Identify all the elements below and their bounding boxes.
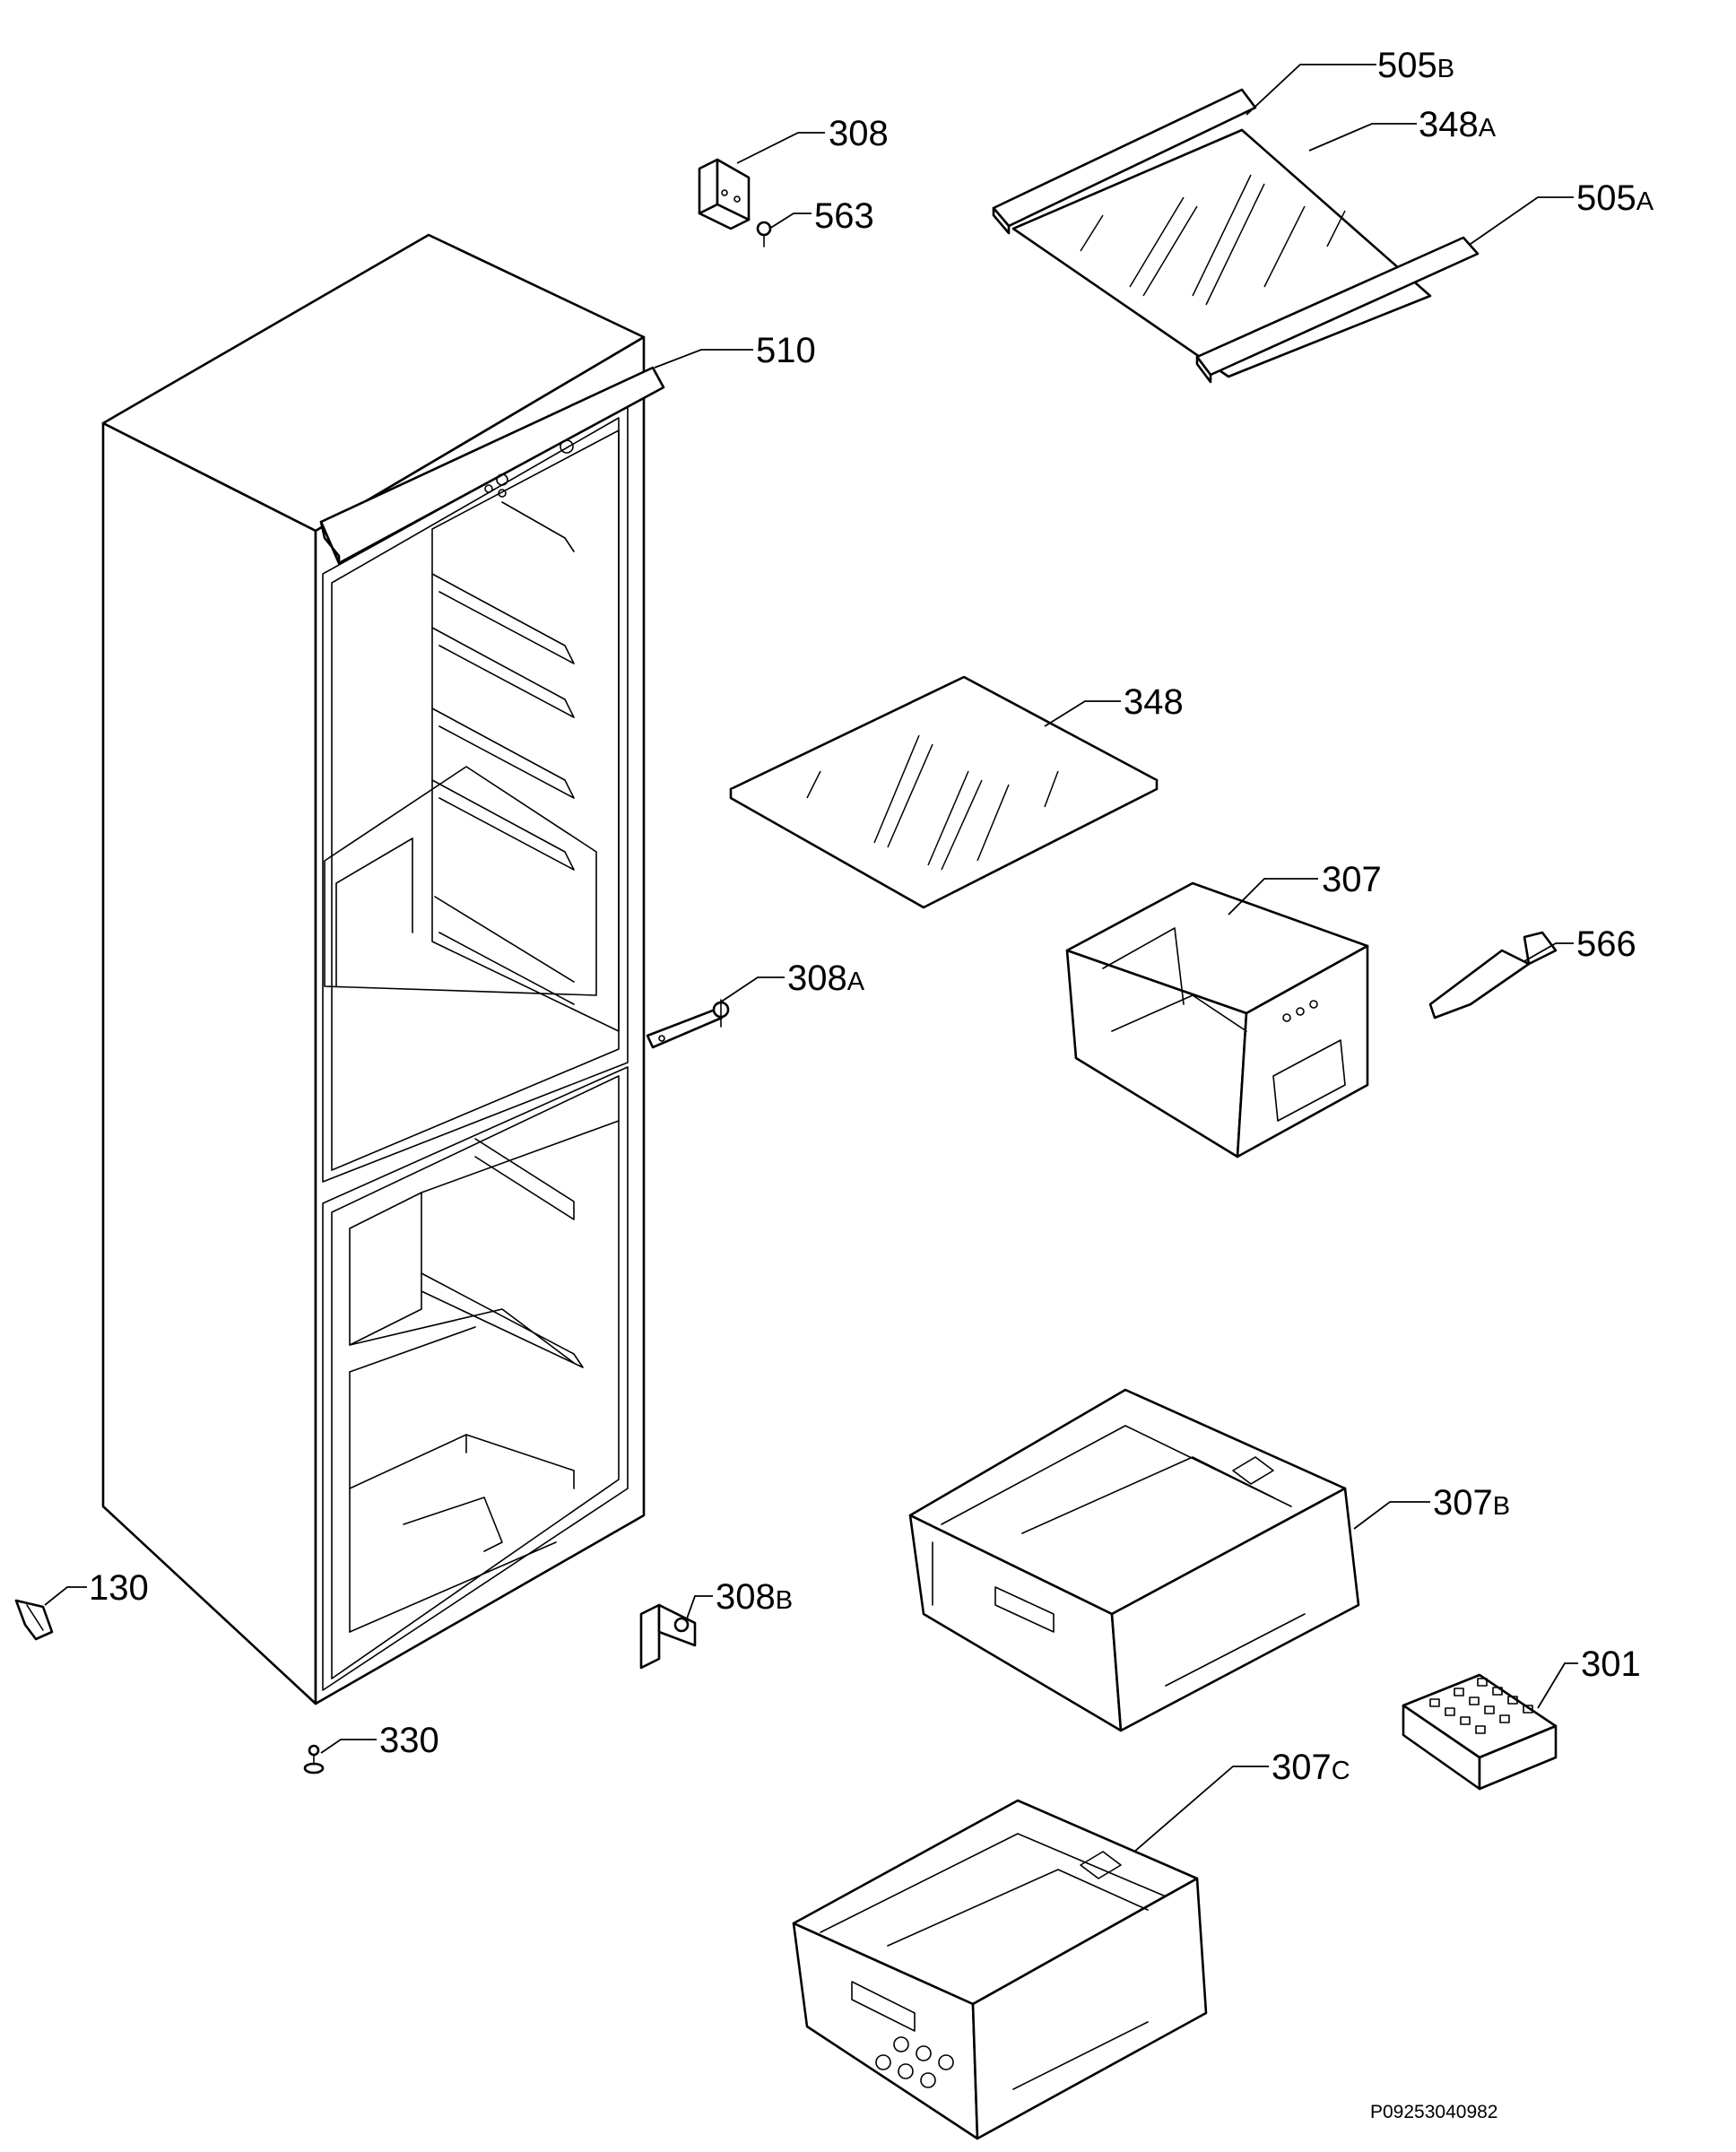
label-130: 130 [89, 1568, 149, 1608]
label-566: 566 [1576, 924, 1636, 964]
hinge-part-308a [646, 999, 730, 1049]
label-307: 307 [1322, 860, 1382, 899]
freezer-drawer-part-307b [908, 1388, 1360, 1732]
ice-scraper-part-566 [1428, 931, 1558, 1020]
label-563: 563 [814, 196, 874, 236]
label-330: 330 [379, 1721, 439, 1760]
hinge-part-308b [639, 1603, 697, 1670]
label-308b: 308B [716, 1577, 793, 1617]
control-panel-part-510 [319, 366, 665, 565]
part-number-labels: 505B 308 348A 563 505A 510 348 307 566 3… [89, 46, 1654, 1787]
label-348: 348 [1124, 682, 1184, 722]
label-308a: 308A [787, 959, 865, 998]
label-510: 510 [756, 331, 816, 370]
label-307b: 307B [1433, 1483, 1510, 1523]
label-348a: 348A [1419, 105, 1497, 144]
label-308: 308 [829, 114, 889, 153]
label-301: 301 [1581, 1644, 1641, 1684]
shelf-rail-part-505b [992, 88, 1257, 235]
callout-leader-lines [44, 64, 1578, 1853]
hinge-part-308 [698, 158, 751, 230]
screw-part-563 [756, 221, 772, 247]
screw-part-330 [303, 1744, 325, 1775]
label-307c: 307C [1272, 1748, 1350, 1787]
freezer-drawer-part-307c [792, 1799, 1208, 2140]
glass-shelf-part-348a [1011, 128, 1432, 378]
shelf-rail-part-505a [1195, 236, 1480, 384]
ice-cube-tray-part-301 [1402, 1673, 1558, 1791]
drawing-reference-number: P09253040982 [1370, 2102, 1497, 2122]
label-505a: 505A [1576, 178, 1654, 218]
fridge-shelf-runners [431, 501, 575, 871]
fridge-freezer-cabinet [101, 233, 646, 1705]
adjustable-foot-part-130 [14, 1599, 54, 1641]
label-505b: 505B [1377, 46, 1454, 85]
glass-shelf-part-348 [729, 675, 1159, 909]
crisper-box-part-307 [1065, 881, 1369, 1158]
freezer-compartment-internals [349, 1120, 620, 1633]
